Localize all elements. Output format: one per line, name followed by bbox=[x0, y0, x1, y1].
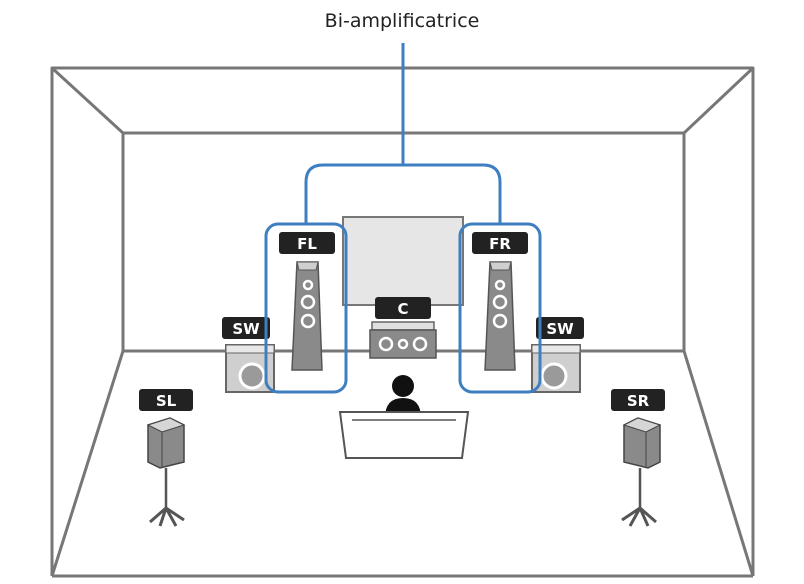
subwoofer-right-driver-icon bbox=[540, 362, 568, 390]
center-tweeter-icon bbox=[397, 338, 409, 350]
subwoofer-right-tag-bg bbox=[536, 317, 584, 339]
subwoofer-right: SW bbox=[531, 317, 584, 393]
surround-right-label: SR bbox=[627, 392, 650, 410]
front-left-driver-2-icon bbox=[300, 313, 316, 329]
front-right-label: FR bbox=[489, 235, 511, 253]
subwoofer-right-label: SW bbox=[546, 320, 574, 338]
sofa-icon bbox=[338, 411, 470, 459]
subwoofer-left-tag-bg bbox=[222, 317, 270, 339]
front-left-tag-bg bbox=[279, 232, 335, 254]
listener bbox=[338, 375, 470, 459]
surround-right-tag-bg bbox=[611, 389, 665, 411]
subwoofer-left-driver-icon bbox=[238, 362, 266, 390]
center-tag-bg bbox=[375, 297, 431, 319]
surround-left-label: SL bbox=[156, 392, 177, 410]
front-right-driver-2-icon bbox=[492, 313, 508, 329]
front-right-tweeter-icon bbox=[494, 279, 506, 291]
center-driver-left-icon bbox=[378, 336, 394, 352]
subwoofer-left-label: SW bbox=[232, 320, 260, 338]
surround-right-stand-base bbox=[621, 506, 657, 527]
surround-left-stand-base bbox=[149, 506, 185, 527]
front-left-driver-1-icon bbox=[300, 294, 316, 310]
front-right-speaker: FR bbox=[458, 222, 542, 394]
center-driver-right-icon bbox=[412, 336, 428, 352]
front-left-tweeter-icon bbox=[302, 279, 314, 291]
front-left-bi-amp-frame bbox=[264, 222, 348, 394]
front-left-label: FL bbox=[297, 235, 317, 253]
room-floor-left bbox=[50, 350, 125, 577]
bi-amp-connection bbox=[304, 43, 502, 224]
front-right-driver-1-icon bbox=[492, 294, 508, 310]
center-speaker: C bbox=[369, 297, 437, 359]
surround-left-tag-bg bbox=[139, 389, 193, 411]
surround-right-speaker: SR bbox=[611, 389, 665, 527]
bi-amp-branch-line bbox=[304, 163, 502, 224]
tv-screen bbox=[342, 216, 464, 306]
front-right-tag-bg bbox=[472, 232, 528, 254]
surround-left-speaker: SL bbox=[139, 389, 193, 527]
center-label: C bbox=[397, 300, 408, 318]
front-right-bi-amp-frame bbox=[458, 222, 542, 394]
diagram-title: Bi-amplificatrice bbox=[325, 10, 480, 32]
room-floor-right bbox=[682, 350, 755, 577]
front-left-speaker: FL bbox=[264, 222, 348, 394]
